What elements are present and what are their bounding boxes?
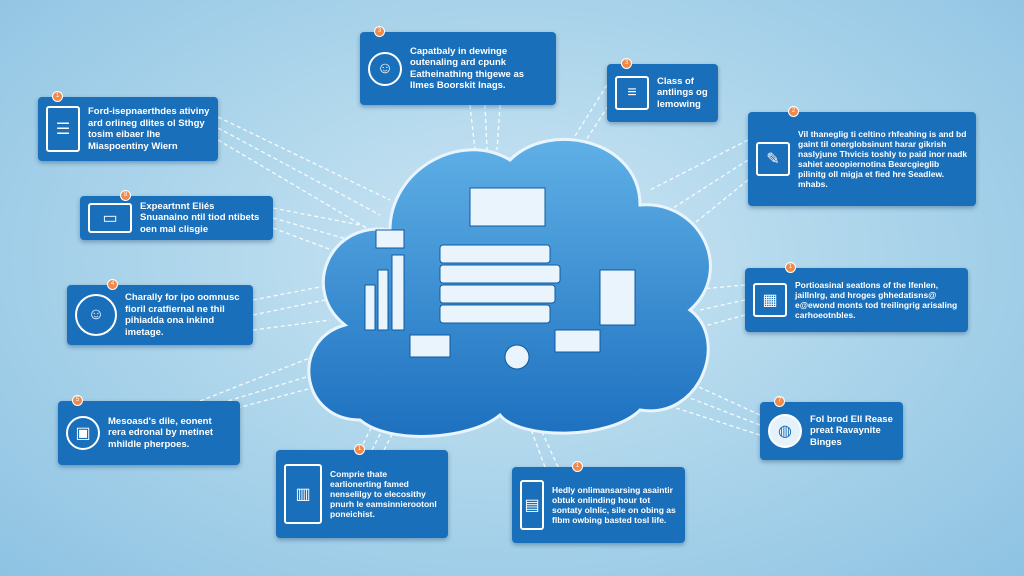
dashboard-icon: ▦ — [753, 283, 787, 317]
box-text: Fol brod Ell Rease preat Ravaynite Binge… — [810, 413, 893, 448]
info-box-left-top: 1 ☰ Ford-isepnaerthdes ativiny ard orlin… — [38, 91, 218, 161]
info-box-right-lower: 7 ◍ Fol brod Ell Rease preat Ravaynite B… — [760, 396, 903, 460]
box-text: Mesoasd's dile, eonent rera edronal by m… — [108, 415, 214, 450]
badge: 1 — [572, 461, 583, 472]
box-text: Expeartnnt Eliés Snuanaino ntil tiod nti… — [140, 200, 260, 235]
info-box-top-right: 3 ≡ Class of antlings og lemowing — [607, 58, 718, 122]
info-box-bottom-right: 1 ▤ Hedly onlimansarsing asaintir obtuk … — [512, 461, 685, 543]
box-text: Ford-isepnaerthdes ativiny ard orlineg d… — [88, 106, 210, 152]
info-box-left-upper-mid: 8 ▭ Expeartnnt Eliés Snuanaino ntil tiod… — [80, 190, 273, 240]
info-box-left-lower: 5 ▣ Mesoasd's dile, eonent rera edronal … — [58, 395, 240, 465]
badge: 1 — [785, 262, 796, 273]
badge: 8 — [120, 190, 131, 201]
info-box-bottom-left: 1 ▥ Comprie thate earlionerting famed ne… — [276, 444, 448, 538]
box-text: Comprie thate earlionerting famed nensel… — [330, 469, 437, 519]
globe-icon: ◍ — [768, 414, 802, 448]
badge: 5 — [72, 395, 83, 406]
books-icon: ▣ — [66, 416, 100, 450]
box-text: Hedly onlimansarsing asaintir obtuk onli… — [552, 485, 676, 525]
badge: 4 — [107, 279, 118, 290]
monitor-chart-icon: ✎ — [756, 142, 790, 176]
info-box-left-mid: 4 ☺ Charally for ipo oomnusc fioril crat… — [67, 279, 253, 345]
badge: 1 — [52, 91, 63, 102]
robot-icon: ☺ — [368, 51, 402, 86]
server-icon: ▤ — [520, 480, 544, 530]
box-text: Portioasinal seatlons of the lfenlen, ja… — [795, 280, 958, 320]
box-text: Charally for ipo oomnusc fioril cratfier… — [125, 292, 240, 338]
badge: 2 — [788, 106, 799, 117]
smiley-icon: ☺ — [75, 294, 117, 336]
list-icon: ☰ — [46, 106, 80, 152]
box-text: Vil thaneglig ti celtino rhfeahing is an… — [798, 129, 968, 189]
computer-tower-icon: ▥ — [284, 464, 322, 524]
info-box-top-center: 3 ☺ Capatbaly in dewinge outenaling ard … — [360, 26, 556, 105]
box-text: Class of antlings og lemowing — [657, 75, 708, 110]
info-box-right-mid: 1 ▦ Portioasinal seatlons of the lfenlen… — [745, 262, 968, 332]
badge: 1 — [354, 444, 365, 455]
cloud-illustrations — [364, 187, 636, 370]
document-icon: ≡ — [615, 76, 649, 110]
info-box-right-upper: 2 ✎ Vil thaneglig ti celtino rhfeahing i… — [748, 106, 976, 206]
badge: 7 — [774, 396, 785, 407]
box-text: Capatbaly in dewinge outenaling ard cpun… — [410, 45, 525, 92]
laptop-icon: ▭ — [88, 203, 132, 233]
badge: 3 — [374, 26, 385, 37]
badge: 3 — [621, 58, 632, 69]
